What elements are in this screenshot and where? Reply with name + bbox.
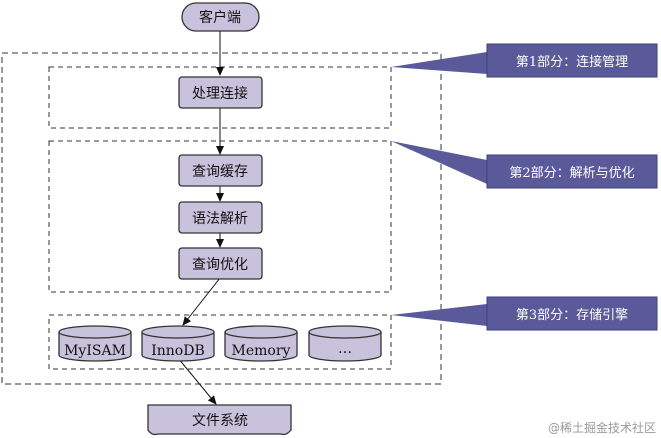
- callout-part1: 第1部分：连接管理: [486, 43, 658, 78]
- group-storage-engine-box: [48, 314, 392, 370]
- callout-part3-label: 第3部分：存储引擎: [516, 308, 628, 323]
- edge-innodb-to-filesystem: [177, 357, 217, 405]
- engine-myisam-label: MyISAM: [64, 343, 126, 359]
- node-client-label: 客户端: [199, 9, 241, 26]
- callout-pointer-part1: [391, 52, 487, 74]
- callout-pointer-part2: [391, 141, 487, 184]
- engine-more-label: …: [338, 341, 352, 357]
- callout-part2-label: 第2部分：解析与优化: [509, 166, 634, 181]
- node-query-optimization-label: 查询优化: [192, 257, 248, 273]
- engine-memory-label: Memory: [232, 343, 291, 359]
- callout-part3: 第3部分：存储引擎: [486, 296, 658, 331]
- node-syntax-parsing: 语法解析: [178, 201, 263, 234]
- callout-pointer-part3: [391, 304, 487, 326]
- engine-myisam: MyISAM: [58, 325, 132, 362]
- engine-innodb: InnoDB: [141, 325, 215, 362]
- callout-part1-label: 第1部分：连接管理: [516, 54, 628, 70]
- edge-optimize-to-innodb: [182, 277, 221, 326]
- node-file-system-label: 文件系统: [192, 413, 248, 429]
- engine-memory: Memory: [224, 325, 298, 362]
- engine-innodb-label: InnoDB: [151, 343, 205, 359]
- node-syntax-parsing-label: 语法解析: [192, 211, 248, 227]
- node-file-system: 文件系统: [147, 404, 292, 436]
- node-connection-handling: 处理连接: [178, 76, 263, 109]
- engine-more: …: [308, 325, 382, 362]
- callout-part2: 第2部分：解析与优化: [486, 154, 658, 189]
- server-boundary: [1, 52, 442, 385]
- watermark-text: @稀土掘金技术社区: [548, 420, 656, 435]
- node-query-optimization: 查询优化: [178, 247, 263, 280]
- node-client: 客户端: [181, 2, 260, 32]
- node-query-cache: 查询缓存: [178, 154, 263, 187]
- node-query-cache-label: 查询缓存: [192, 164, 248, 180]
- node-connection-handling-label: 处理连接: [192, 85, 248, 102]
